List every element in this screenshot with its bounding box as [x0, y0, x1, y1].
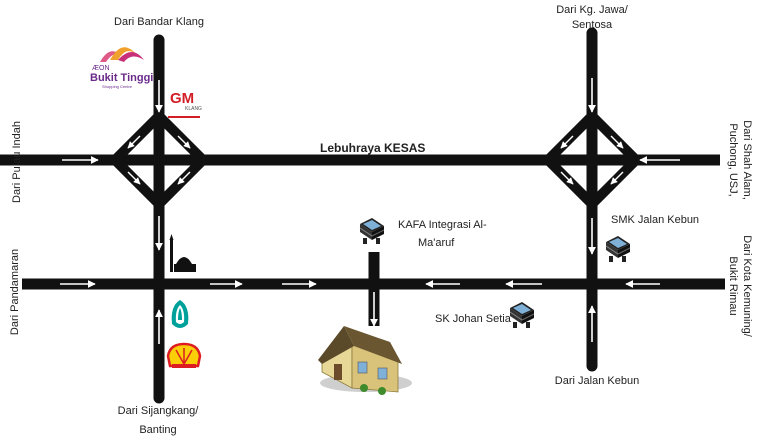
house-icon [318, 326, 412, 395]
label-from-shah-alam-line1: Dari Shah Alam, [741, 120, 753, 199]
label-sk-johan-setia: SK Johan Setia [435, 313, 512, 325]
label-from-jalan-kebun: Dari Jalan Kebun [555, 375, 639, 387]
school-icon [605, 235, 631, 263]
label-kafa-line1: KAFA Integrasi Al- [398, 219, 487, 231]
label-from-kg-jawa-line2: Sentosa [572, 19, 613, 31]
label-from-pulau-indah: Dari Pulau Indah [11, 121, 23, 203]
landmark-labels: KAFA Integrasi Al- Ma'aruf SMK Jalan Keb… [398, 214, 699, 325]
label-from-kg-jawa-line1: Dari Kg. Jawa/ [556, 4, 628, 16]
label-from-sijangkang-line1: Dari Sijangkang/ [118, 405, 200, 417]
label-kafa-line2: Ma'aruf [418, 237, 455, 249]
petronas-icon [171, 300, 189, 328]
school-icon [359, 217, 385, 245]
aeon-text: ÆON [92, 65, 110, 72]
label-from-bandar-klang: Dari Bandar Klang [114, 16, 204, 28]
gm-text: GM [170, 90, 194, 107]
label-from-sijangkang-line2: Banting [139, 424, 176, 436]
traffic-arrows [60, 78, 680, 344]
shell-icon [166, 342, 202, 368]
gm-subtitle: KLANG [185, 106, 202, 112]
interchange-arrows [127, 135, 624, 185]
label-from-pandamaran: Dari Pandamaran [9, 249, 21, 335]
mosque-icon [169, 234, 196, 272]
road-name-kesas: Lebuhraya KESAS [320, 141, 425, 155]
direction-labels: Dari Bandar Klang Dari Kg. Jawa/ Sentosa… [9, 4, 753, 436]
label-from-shah-alam-line2: Puchong, USJ, [727, 123, 739, 196]
aeon-subtitle: Shopping Centre [102, 84, 133, 89]
label-from-kota-kemuning-line1: Dari Kota Kemuning/ [741, 235, 753, 337]
aeon-logo: ÆON Bukit Tinggi Shopping Centre [90, 47, 153, 89]
label-from-kota-kemuning-line2: Bukit Rimau [727, 256, 739, 315]
aeon-name: Bukit Tinggi [90, 72, 153, 84]
label-smk-jalan-kebun: SMK Jalan Kebun [611, 214, 699, 226]
school-icon [509, 301, 535, 329]
gm-logo: GM KLANG [168, 90, 202, 118]
